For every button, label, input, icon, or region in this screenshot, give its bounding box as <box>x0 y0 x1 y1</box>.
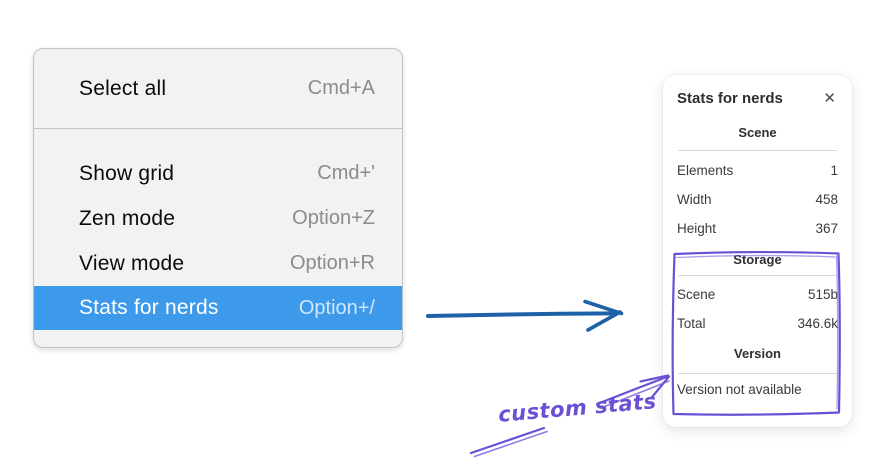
section-divider <box>678 275 837 276</box>
stat-value: 458 <box>815 192 838 207</box>
menu-item-label: Stats for nerds <box>79 296 219 319</box>
section-heading-version: Version <box>734 346 781 361</box>
stat-label: Scene <box>677 287 716 302</box>
stat-row-elements: Elements 1 <box>677 156 838 185</box>
section-heading-storage: Storage <box>733 252 782 267</box>
menu-item-select-all[interactable]: Select all Cmd+A <box>34 49 402 128</box>
custom-stats-annotation: custom stats <box>497 389 658 427</box>
stat-row-width: Width 458 <box>677 185 838 214</box>
scene-rows: Elements 1 Width 458 Height 367 <box>677 156 838 243</box>
stat-value: 1 <box>830 163 838 178</box>
menu-item-shortcut: Option+R <box>289 252 375 274</box>
stat-label: Width <box>677 192 712 207</box>
version-note: Version not available <box>677 382 802 397</box>
menu-item-show-grid[interactable]: Show grid Cmd+' <box>34 151 402 196</box>
stat-value: 367 <box>815 221 838 236</box>
menu-item-shortcut: Cmd+' <box>317 162 375 184</box>
section-divider <box>678 373 837 374</box>
menu-item-zen-mode[interactable]: Zen mode Option+Z <box>34 196 402 241</box>
menu-item-view-mode[interactable]: View mode Option+R <box>34 241 402 286</box>
stats-panel-title: Stats for nerds <box>677 89 783 107</box>
stat-row-total-size: Total 346.6k <box>677 309 838 338</box>
menu-item-shortcut: Cmd+A <box>307 77 375 99</box>
menu-item-label: Show grid <box>79 161 175 185</box>
flow-arrow <box>426 299 624 332</box>
menu-item-label: View mode <box>79 251 185 275</box>
stat-label: Total <box>677 316 706 331</box>
context-menu: Select all Cmd+A Show grid Cmd+' Zen mod… <box>33 48 403 348</box>
menu-item-shortcut: Option+Z <box>292 207 375 229</box>
stats-panel-header: Stats for nerds ✕ <box>677 87 838 109</box>
stat-label: Height <box>677 221 717 236</box>
section-divider <box>678 150 837 151</box>
menu-item-stats-for-nerds[interactable]: Stats for nerds Option+/ <box>34 286 402 330</box>
stat-row-scene-size: Scene 515b <box>677 280 838 309</box>
close-icon[interactable]: ✕ <box>823 88 836 107</box>
menu-separator <box>34 128 402 129</box>
menu-group: Show grid Cmd+' Zen mode Option+Z View m… <box>34 151 402 330</box>
stats-panel: Stats for nerds ✕ Scene Elements 1 Width… <box>663 75 852 427</box>
stat-row-height: Height 367 <box>677 214 838 243</box>
stat-label: Elements <box>677 163 734 178</box>
menu-item-label: Zen mode <box>79 206 176 230</box>
stat-value: 515b <box>807 287 838 302</box>
storage-rows: Scene 515b Total 346.6k <box>677 280 838 338</box>
menu-item-label: Select all <box>79 76 167 100</box>
section-heading-scene: Scene <box>738 125 777 140</box>
stat-value: 346.6k <box>797 316 838 331</box>
menu-item-shortcut: Option+/ <box>298 296 375 319</box>
